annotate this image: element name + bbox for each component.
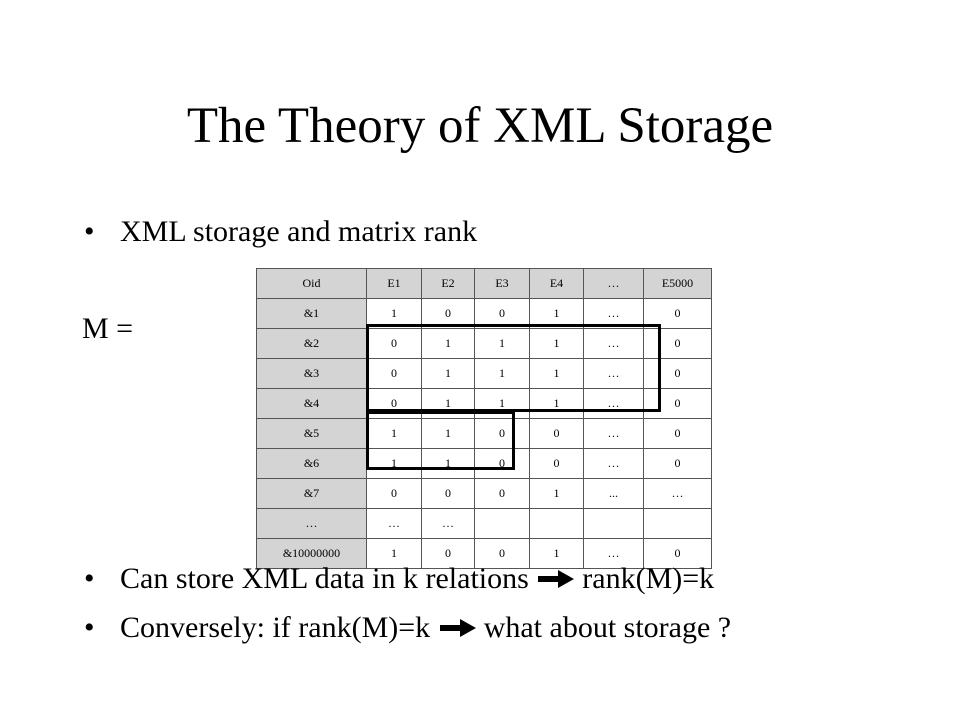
- bullet-dot: •: [84, 562, 95, 595]
- matrix-cell: …: [583, 298, 644, 329]
- bullet-conversely: • Conversely: if rank(M)=k what about sto…: [84, 609, 731, 647]
- matrix-cell: 0: [474, 478, 530, 509]
- matrix-cell: 0: [643, 388, 712, 419]
- matrix-header-cell: …: [583, 268, 644, 299]
- matrix-cell: …: [583, 538, 644, 569]
- matrix-cell: 0: [474, 418, 530, 449]
- matrix-cell: …: [643, 478, 712, 509]
- matrix-header-cell: Oid: [256, 268, 367, 299]
- matrix-header-cell: E5000: [643, 268, 712, 299]
- matrix-row-id: &1: [256, 298, 367, 329]
- matrix-cell: [529, 508, 584, 539]
- matrix-cell: …: [583, 328, 644, 359]
- bullet-xml-storage: • XML storage and matrix rank: [84, 213, 477, 251]
- matrix-row-id: &5: [256, 418, 367, 449]
- matrix-row-id: &6: [256, 448, 367, 479]
- bullet-text-rank: rank(M)=k: [582, 562, 715, 595]
- matrix-cell: [643, 508, 712, 539]
- matrix-cell: …: [583, 418, 644, 449]
- matrix-header-cell: E3: [474, 268, 530, 299]
- matrix-cell: …: [421, 508, 475, 539]
- bullet-text-storage: what about storage ?: [483, 611, 732, 644]
- matrix-cell: 0: [643, 418, 712, 449]
- matrix-cell: 1: [474, 328, 530, 359]
- matrix-cell: 0: [529, 448, 584, 479]
- matrix-cell: 0: [474, 538, 530, 569]
- rank-highlight-box-lower: [366, 411, 515, 470]
- matrix-cell: 1: [421, 418, 475, 449]
- matrix-header-cell: E1: [366, 268, 422, 299]
- matrix-cell: 0: [643, 538, 712, 569]
- bullet-text: Conversely: if rank(M)=k: [120, 611, 431, 644]
- matrix-cell: …: [366, 508, 422, 539]
- matrix-cell: 0: [529, 418, 584, 449]
- bullet-dot: •: [84, 611, 95, 644]
- bullet-dot: •: [84, 215, 95, 248]
- matrix-row-id: &3: [256, 358, 367, 389]
- matrix-row-id: &4: [256, 388, 367, 419]
- matrix-header-cell: E4: [529, 268, 584, 299]
- matrix-row-id: &2: [256, 328, 367, 359]
- rank-highlight-box-upper: [366, 324, 661, 412]
- matrix-cell: 1: [529, 538, 584, 569]
- matrix-cell: [474, 508, 530, 539]
- matrix-cell: 1: [529, 478, 584, 509]
- matrix-label: M =: [82, 312, 134, 345]
- matrix-cell: 0: [421, 298, 475, 329]
- bullet-store-relations: • Can store XML data in k relations rank(…: [84, 560, 714, 598]
- matrix-row-id: &10000000: [256, 538, 367, 569]
- matrix-cell: 1: [474, 358, 530, 389]
- right-arrow-icon: [536, 562, 582, 588]
- matrix-header-cell: E2: [421, 268, 475, 299]
- bullet-text: XML storage and matrix rank: [120, 215, 478, 248]
- matrix-cell: 0: [643, 448, 712, 479]
- slide-title: The Theory of XML Storage: [186, 98, 774, 154]
- matrix-cell: …: [583, 388, 644, 419]
- matrix-row: ………: [256, 508, 712, 539]
- right-arrow-icon: [438, 611, 484, 637]
- matrix-cell: 0: [366, 478, 422, 509]
- matrix-cell: ...: [583, 478, 644, 509]
- bullet-text: Can store XML data in k relations: [120, 562, 529, 595]
- matrix-row-id: …: [256, 508, 367, 539]
- matrix-cell: 0: [421, 478, 475, 509]
- matrix-cell: …: [583, 448, 644, 479]
- matrix-row-id: &7: [256, 478, 367, 509]
- matrix-cell: 1: [529, 388, 584, 419]
- matrix-cell: 1: [529, 328, 584, 359]
- matrix-cell: 1: [366, 538, 422, 569]
- matrix-cell: 0: [643, 328, 712, 359]
- matrix-cell: [583, 508, 644, 539]
